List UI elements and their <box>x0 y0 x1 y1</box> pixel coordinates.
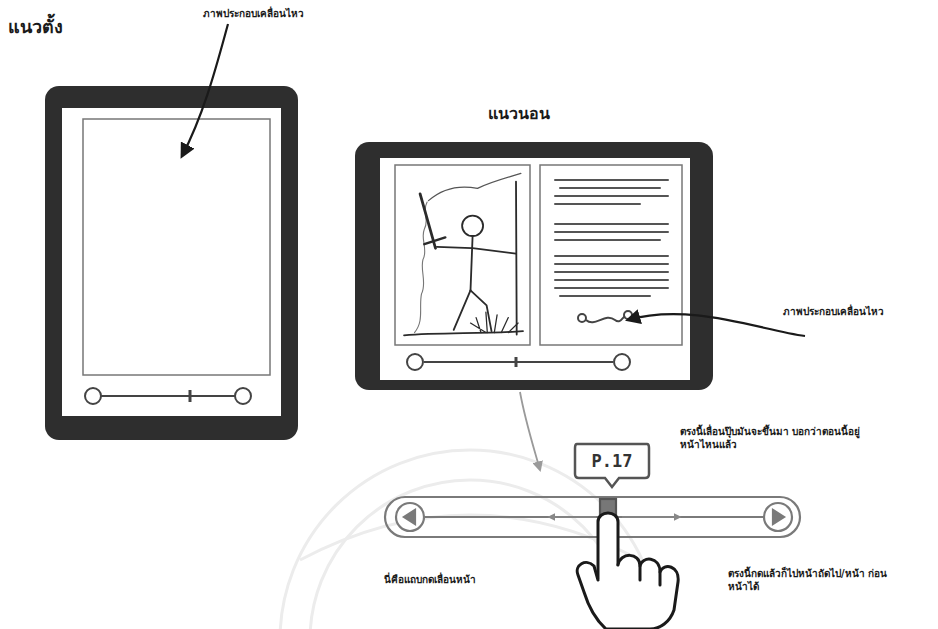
page-text-lines <box>555 287 668 289</box>
zoomed-slider <box>396 503 424 531</box>
page-number: P.17 <box>592 451 633 479</box>
leader-arrow <box>182 24 228 156</box>
portrait-tablet <box>45 86 298 440</box>
annotation: นี่คือแถบกดเลื่อนหน้า <box>384 574 574 587</box>
zoomed-slider <box>385 497 800 537</box>
portrait-tablet <box>45 86 298 440</box>
zoomed-slider <box>773 510 784 524</box>
pointing-hand <box>577 513 678 629</box>
portrait-slider <box>85 388 251 404</box>
zoomed-slider <box>549 516 596 518</box>
zoomed-slider <box>385 497 800 537</box>
animated-squiggle <box>578 314 586 322</box>
page-text-lines <box>555 203 640 205</box>
portrait-tablet <box>83 119 270 375</box>
landscape-slider <box>407 354 423 370</box>
landscape-tablet <box>355 142 713 390</box>
page-text-lines <box>560 295 650 297</box>
landscape-tablet <box>380 158 690 380</box>
landscape-tablet <box>395 165 530 345</box>
landscape-slider <box>515 357 518 367</box>
pointing-hand <box>577 555 678 629</box>
page-text-lines <box>555 231 668 233</box>
annotation: ภาพประกอบเคลื่อนไหว <box>203 8 373 21</box>
watermark-seal <box>310 480 630 629</box>
page-text-lines <box>555 255 668 257</box>
pointing-hand <box>640 566 660 585</box>
view-heading: แนวนอน <box>488 104 608 124</box>
zoom-arrow <box>520 392 540 470</box>
leader-arrow <box>628 314 805 336</box>
page-text-lines <box>555 195 668 197</box>
page-text-lines <box>555 279 668 281</box>
portrait-slider <box>235 388 251 404</box>
zoomed-slider <box>404 510 415 524</box>
animated-squiggle <box>586 316 625 322</box>
animated-illustration <box>404 173 523 335</box>
zoomed-slider <box>622 516 680 518</box>
annotation: ภาพประกอบเคลื่อนไหว <box>783 306 933 319</box>
page-text-lines <box>555 271 668 273</box>
landscape-slider <box>407 354 630 370</box>
page-text-lines <box>555 263 668 265</box>
page-text-lines <box>560 187 660 189</box>
page-text-lines <box>555 239 660 241</box>
portrait-slider <box>101 395 235 397</box>
bubble-outline <box>575 444 649 487</box>
landscape-tablet <box>540 165 682 345</box>
portrait-tablet <box>62 108 281 416</box>
landscape-slider <box>614 354 630 370</box>
page-text-lines <box>555 180 668 296</box>
animated-squiggle <box>578 311 632 322</box>
zoomed-slider <box>424 516 764 518</box>
page-text-lines <box>555 179 668 181</box>
portrait-slider <box>85 388 101 404</box>
animated-squiggle <box>624 311 632 319</box>
zoomed-slider <box>764 503 792 531</box>
landscape-tablet <box>355 142 713 390</box>
page-text-lines <box>555 223 668 225</box>
landscape-slider <box>424 361 613 363</box>
page-bubble: P.17 <box>573 442 651 488</box>
view-heading: แนวตั้ง <box>8 16 128 39</box>
annotation: ตรงนี้กดแล้วก็ไปหน้าถัดไป/หน้า ก่อนหน้าไ… <box>728 568 893 593</box>
portrait-slider <box>189 390 192 402</box>
annotation: ตรงนี้เลื่อนปุ๊บมันจะขึ้นมา บอกว่าตอนนี้… <box>680 426 880 451</box>
